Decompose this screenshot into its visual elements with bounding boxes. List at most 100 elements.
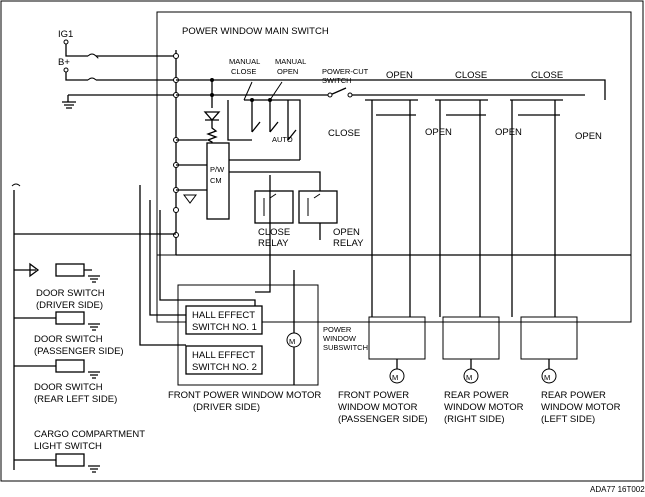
open-label-d: OPEN <box>575 131 602 142</box>
door-switch-rear-left <box>55 359 85 373</box>
close-relay-label-2: RELAY <box>258 238 289 249</box>
driver-motor-label-2: (DRIVER SIDE) <box>193 402 260 413</box>
door-switch-2-label-2: (PASSENGER SIDE) <box>34 346 124 357</box>
hall2-label-2: SWITCH NO. 2 <box>192 362 257 373</box>
passenger-motor-m: M <box>392 373 398 382</box>
wavy-break <box>11 183 21 187</box>
fuse-bplus <box>87 77 97 81</box>
door-switches <box>14 262 100 473</box>
driver-motor-wires <box>139 175 295 385</box>
close-relay-box <box>254 190 294 224</box>
left-bus <box>13 190 176 470</box>
passenger-motor-label-2: WINDOW MOTOR <box>338 402 418 413</box>
pwcm-wires <box>176 139 321 240</box>
junction-dot <box>250 98 254 102</box>
diode-symbol <box>183 194 197 204</box>
open-relay-label-2: RELAY <box>333 238 364 249</box>
close-label-b: CLOSE <box>455 70 487 81</box>
manual-open-label-2: OPEN <box>277 67 298 76</box>
passenger-motor-label-1: FRONT POWER <box>338 390 409 401</box>
door-switch-driver <box>55 263 85 277</box>
pwcm-label-2: CM <box>210 176 222 185</box>
open-relay-label-1: OPEN <box>333 227 360 238</box>
outer-loop-wire <box>156 11 632 323</box>
driver-motor-box <box>177 284 319 386</box>
close-label-a: CLOSE <box>328 128 360 139</box>
subswitch-label-1: POWER <box>323 325 352 334</box>
bplus-terminal <box>63 67 69 73</box>
manual-open-label-1: MANUAL <box>275 57 306 66</box>
passenger-subswitch <box>368 316 426 360</box>
passenger-motor-label-3: (PASSENGER SIDE) <box>338 414 428 425</box>
hall2-label-1: HALL EFFECT <box>192 350 255 361</box>
open-label-b: OPEN <box>425 127 452 138</box>
pwcm-box <box>206 142 230 220</box>
driver-motor-label-1: FRONT POWER WINDOW MOTOR <box>168 390 321 401</box>
power-cut-contact <box>327 92 333 98</box>
led-resistor <box>203 111 221 148</box>
rear-left-motor-label-3: (LEFT SIDE) <box>541 414 595 425</box>
reference-code: ADA77 16T002 <box>590 485 645 494</box>
terminal-motor1 <box>173 207 179 213</box>
close-relay-label-1: CLOSE <box>258 227 290 238</box>
terminal-ig1 <box>173 53 179 59</box>
cargo-switch-label-2: LIGHT SWITCH <box>34 441 102 452</box>
pwcm-label-1: P/W <box>210 165 225 174</box>
relay-internals <box>263 193 321 216</box>
main-switch-title: POWER WINDOW MAIN SWITCH <box>182 26 329 37</box>
hall1-label-1: HALL EFFECT <box>192 310 255 321</box>
junction-dot <box>210 93 214 97</box>
door-switch-2-label-1: DOOR SWITCH <box>34 334 103 345</box>
bplus-wire <box>65 70 176 81</box>
subswitch-label-2: WINDOW <box>323 334 357 343</box>
open-label-a: OPEN <box>386 70 413 81</box>
door-switch-3-label-1: DOOR SWITCH <box>34 382 103 393</box>
rear-left-motor-label-1: REAR POWER <box>541 390 606 401</box>
rear-right-subswitch <box>442 316 500 360</box>
ig1-label: IG1 <box>58 29 73 40</box>
door-switch-1-label-2: (DRIVER SIDE) <box>36 300 103 311</box>
door-switch-1-label-1: DOOR SWITCH <box>36 288 105 299</box>
auto-label: AUTO <box>272 135 293 144</box>
open-label-c: OPEN <box>495 127 522 138</box>
hall1-box <box>185 305 263 335</box>
subswitch-feeds <box>371 255 556 317</box>
driver-motor-m: M <box>289 337 295 346</box>
manual-close-label-2: CLOSE <box>231 67 256 76</box>
power-cut-label-2: SWITCH <box>322 76 352 85</box>
cargo-switch-label-1: CARGO COMPARTMENT <box>34 429 145 440</box>
ig1-wire <box>65 42 176 57</box>
rear-left-motor-symbol <box>541 368 557 384</box>
door-switch-3-label-2: (REAR LEFT SIDE) <box>34 394 117 405</box>
power-cut-blade <box>329 87 347 96</box>
door-grounds <box>88 275 100 473</box>
close-label-c: CLOSE <box>531 70 563 81</box>
junction-dot <box>268 98 272 102</box>
rear-right-motor-label-3: (RIGHT SIDE) <box>444 414 505 425</box>
ig1-terminal <box>63 39 69 45</box>
manual-close-label-1: MANUAL <box>229 57 260 66</box>
passenger-motor-symbol <box>389 368 405 384</box>
rear-right-motor-symbol <box>463 368 479 384</box>
subswitch-label-3: SUBSWITCH <box>323 343 368 352</box>
rear-left-subswitch <box>520 316 578 360</box>
manual-switch-leaders <box>243 81 283 101</box>
rear-right-motor-m: M <box>466 373 472 382</box>
door-switch-passenger <box>55 311 85 325</box>
open-relay-box <box>298 190 338 224</box>
power-cut-label-1: POWER-CUT <box>322 67 369 76</box>
fuse-ig1 <box>87 53 99 59</box>
cargo-light-switch <box>55 453 85 467</box>
window-switch-group <box>365 99 563 255</box>
rear-right-motor-label-2: WINDOW MOTOR <box>444 402 524 413</box>
bplus-label: B+ <box>58 57 70 68</box>
rear-left-motor-label-2: WINDOW MOTOR <box>541 402 621 413</box>
rear-left-motor-m: M <box>544 373 550 382</box>
hall1-label-2: SWITCH NO. 1 <box>192 322 257 333</box>
switch-verticals <box>371 100 556 255</box>
rear-right-motor-label-1: REAR POWER <box>444 390 509 401</box>
supply-bus <box>176 79 606 100</box>
ground-symbol-main <box>62 94 176 109</box>
